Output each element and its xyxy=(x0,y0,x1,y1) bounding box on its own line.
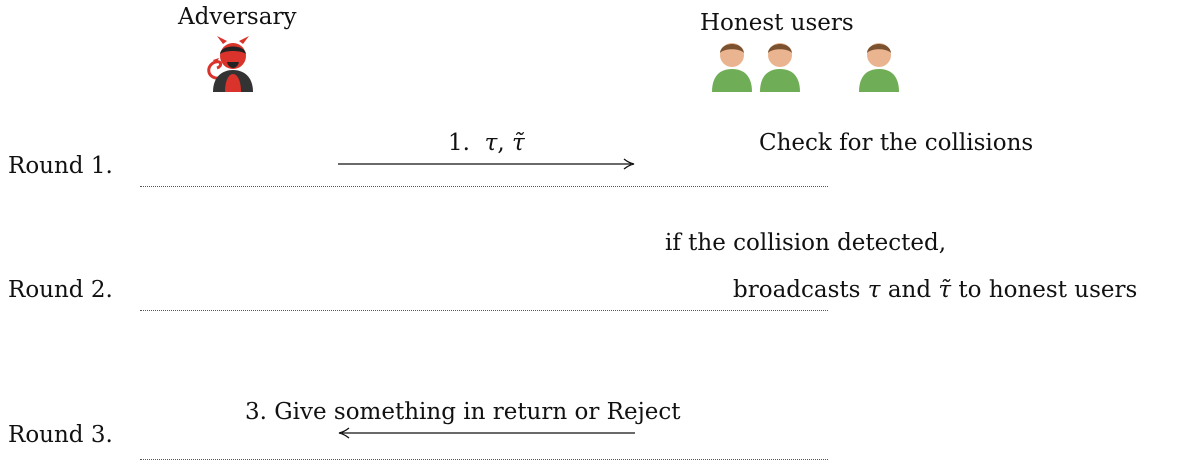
honest-users-label: Honest users xyxy=(700,10,854,36)
user-icon xyxy=(712,43,752,92)
broadcast-post: to honest users xyxy=(958,277,1138,303)
if-collision-note: if the collision detected, xyxy=(665,230,947,256)
broadcast-note: broadcasts τ and τ̃ to honest users xyxy=(733,279,1137,302)
devil-user-icon xyxy=(207,36,253,92)
tau-tilde-symbol: τ̃ xyxy=(511,130,525,156)
arrow-right-message-1 xyxy=(338,158,635,170)
message-1-sep: , xyxy=(497,130,505,156)
round-3-separator xyxy=(140,459,828,460)
user-icon xyxy=(859,43,899,92)
round-2-label: Round 2. xyxy=(8,277,113,303)
message-3-label: 3. Give something in return or Reject xyxy=(245,399,681,425)
message-1-label: 1. τ, τ̃ xyxy=(448,132,525,155)
broadcast-and: and xyxy=(887,277,932,303)
tau-symbol: τ xyxy=(867,277,881,303)
round-3-label: Round 3. xyxy=(8,422,113,448)
round-1-label: Round 1. xyxy=(8,153,113,179)
check-collisions-note: Check for the collisions xyxy=(759,130,1034,156)
tau-symbol: τ xyxy=(484,130,498,156)
round-1-separator xyxy=(140,186,828,187)
arrow-left-message-3 xyxy=(338,427,635,439)
adversary-label: Adversary xyxy=(178,4,297,30)
message-1-prefix: 1. xyxy=(448,130,470,156)
round-2-separator xyxy=(140,310,828,311)
tau-tilde-symbol: τ̃ xyxy=(938,277,952,303)
broadcast-pre: broadcasts xyxy=(733,277,861,303)
user-icon xyxy=(760,43,800,92)
